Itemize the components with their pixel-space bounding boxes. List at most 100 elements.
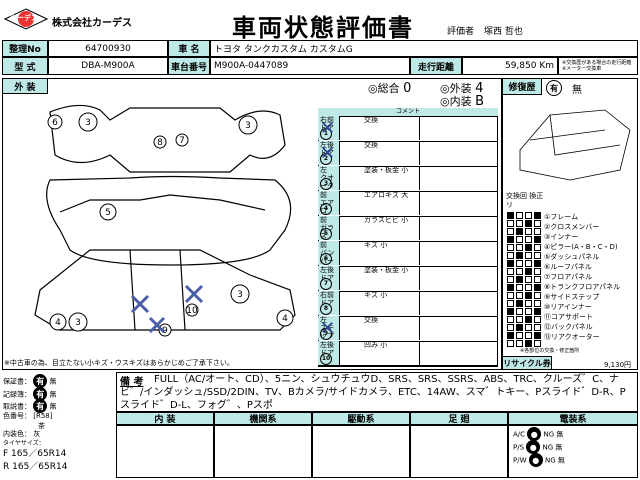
reg-no-value: 64700930 [48, 40, 168, 57]
chassis-cell [507, 300, 514, 307]
chassis-cell [516, 332, 523, 339]
chassis-cell [516, 308, 523, 315]
chassis-item: ⑤ダッシュパネル [544, 253, 600, 261]
car-name-label: 車 名 [168, 40, 210, 57]
damage-desc: 交換 [362, 116, 420, 140]
chassis-item: ⑬リアクオーター [544, 333, 600, 341]
model-value: DBA-M900A [48, 57, 168, 75]
damage-note [420, 241, 498, 265]
chassis-cell [507, 316, 514, 323]
bottom-col-body [116, 425, 214, 478]
damage-note [420, 216, 498, 240]
chassis-cell [525, 300, 532, 307]
repair-label: 修復歴 [502, 78, 542, 95]
damage-num: 4 [320, 203, 332, 215]
chassis-cell [507, 244, 514, 251]
chassis-title: 交換回 換正リ [506, 192, 544, 209]
damage-num: 7 [320, 278, 332, 290]
exterior-label: 外 装 [2, 78, 48, 94]
footnote: ※中古車の為、目立たない小キズ・ウスキズはあらかじめご了承下さい。 [4, 359, 234, 367]
chassis-cell [534, 260, 541, 267]
color-row: 色番号： [R58] [3, 412, 53, 420]
svg-text:3: 3 [245, 121, 251, 131]
svg-text:3: 3 [75, 318, 81, 328]
damage-desc: キズ 小 [362, 241, 420, 265]
damage-note [420, 291, 498, 315]
chassis-cell [516, 260, 523, 267]
chassis-cell [525, 212, 532, 219]
chassis-cell [507, 308, 514, 315]
chassis-cell [534, 292, 541, 299]
tire-front: F 165／65R14 [3, 449, 67, 459]
remarks-label: 備 考 [120, 377, 144, 388]
svg-text:7: 7 [179, 136, 185, 146]
damage-num: 2 [320, 153, 332, 165]
chassis-cell [525, 332, 532, 339]
bottom-col-header: 内 装 [116, 412, 214, 425]
repair-section [502, 78, 638, 370]
chassis-cell [516, 284, 523, 291]
damage-note [420, 266, 498, 290]
repair-yes: 有 [546, 80, 562, 96]
warranty-row: 保証書： 有 無 [3, 374, 56, 388]
chassis-item: ⑪コアサポート [544, 313, 593, 321]
chassis-cell [507, 260, 514, 267]
logo-text: カーデス [10, 14, 38, 22]
damage-note [420, 166, 498, 190]
chassis-cell [525, 276, 532, 283]
chassis-cell [507, 276, 514, 283]
chassis-cell [534, 228, 541, 235]
chassis-cell [534, 276, 541, 283]
chassis-cell [525, 316, 532, 323]
chassis-cell [516, 252, 523, 259]
car-name-value: トヨタ タンクカスタム カスタムG [210, 40, 638, 57]
chassis-cell [516, 300, 523, 307]
damage-num: 10 [320, 353, 332, 365]
chassis-cell [516, 292, 523, 299]
logo-icon [3, 8, 49, 30]
damage-num: 5 [320, 228, 332, 240]
damage-num: 6 [320, 253, 332, 265]
chassis-cell [534, 236, 541, 243]
chassis-cell [507, 332, 514, 339]
inner-rating: ◎内装 B [440, 94, 485, 109]
chassis-cell [525, 324, 532, 331]
mileage-value: 59,850 Km [462, 57, 558, 75]
chassis-cell [534, 308, 541, 315]
remarks-text: FULL（AC/オート、CD）、5ニン、シュウチュウD、SRS、SRS、SSRS… [120, 374, 626, 411]
inspector-name: 塚西 哲也 [484, 27, 523, 37]
svg-text:8: 8 [157, 138, 163, 148]
svg-text:3: 3 [85, 118, 91, 128]
chassis-cell [525, 220, 532, 227]
chassis-cell [516, 276, 523, 283]
chassis-cell [507, 340, 514, 347]
damage-note [420, 316, 498, 340]
page-title: 車両状態評価書 [232, 13, 414, 42]
damage-x-mark: ✕ [320, 143, 336, 164]
chassis-cell [525, 244, 532, 251]
chassis-cell [507, 212, 514, 219]
svg-text:4: 4 [55, 318, 61, 328]
interior-row: 内装色： 灰 [3, 430, 41, 438]
damage-num: 8 [320, 303, 332, 315]
bottom-col-header: 機関系 [214, 412, 312, 425]
damage-header: コメント [318, 108, 498, 117]
chassis-cell [534, 244, 541, 251]
damage-desc: 塗装・板金 小 [362, 266, 420, 290]
chassis-cell [516, 236, 523, 243]
overall-rating: ◎総合 0 [368, 81, 412, 96]
mileage-note: ※交換歴がある場合の走行距離 [562, 60, 632, 66]
color-value: 茶 [38, 422, 45, 430]
